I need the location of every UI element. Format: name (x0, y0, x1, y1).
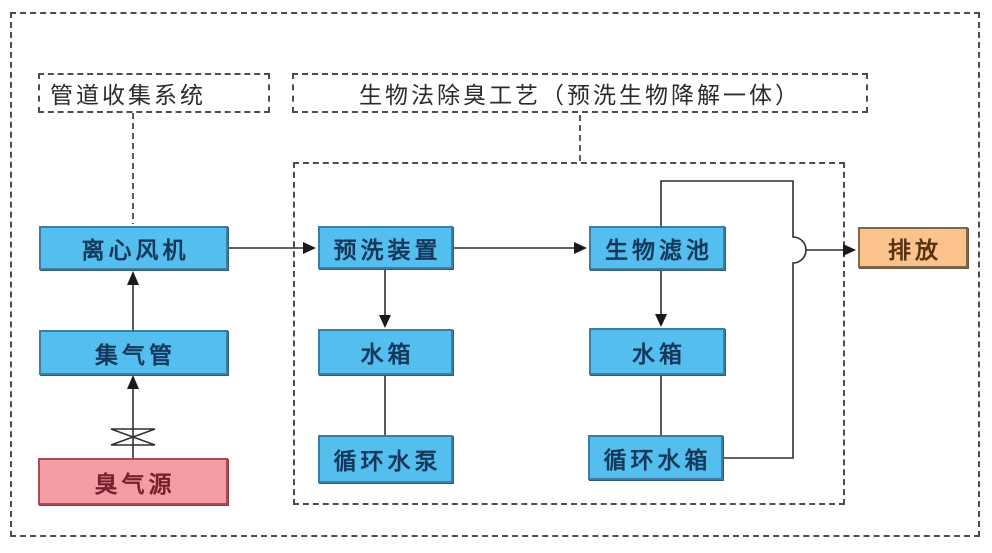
recirculation-loop-line (660, 180, 807, 459)
node-circulating-water-tank: 循环水箱 (588, 435, 723, 480)
node-water-tank-mid-label: 水箱 (360, 342, 415, 367)
outer-dashed-border (10, 12, 980, 537)
node-gas-manifold-label: 集气管 (95, 342, 176, 368)
node-biofilter-label: 生物滤池 (605, 238, 713, 263)
arrowhead-source-to-manifold (127, 375, 139, 389)
node-odor-source: 臭气源 (38, 458, 228, 505)
node-odor-source-label: 臭气源 (94, 471, 176, 497)
node-water-tank-right-label: 水箱 (632, 341, 686, 367)
node-circulating-pump-label: 循环水泵 (333, 449, 442, 474)
section-label-bio-process-text: 生物法除臭工艺（预洗生物降解一体） (359, 83, 801, 108)
node-water-tank-right: 水箱 (589, 328, 725, 375)
arrowhead-to-discharge (843, 244, 856, 256)
node-discharge-label: 排放 (888, 237, 942, 263)
section-label-bio-process: 生物法除臭工艺（预洗生物降解一体） (292, 73, 868, 113)
arrowhead-prewash-to-biofilter (574, 242, 587, 254)
node-gas-manifold: 集气管 (39, 330, 228, 375)
arrowhead-manifold-to-fan (127, 271, 139, 285)
arrowhead-biofilter-to-tank (655, 314, 667, 327)
node-centrifugal-fan: 离心风机 (39, 226, 228, 270)
node-water-tank-mid: 水箱 (318, 329, 453, 375)
bio-process-dashed-group-box (293, 162, 845, 505)
valve-icon (110, 428, 156, 446)
node-circulating-pump: 循环水泵 (318, 435, 453, 483)
node-discharge: 排放 (858, 227, 968, 268)
section-label-pipe-collection: 管道收集系统 (38, 73, 270, 113)
node-prewash-unit-label: 预洗装置 (333, 237, 442, 263)
section-label-pipe-collection-text: 管道收集系统 (50, 83, 206, 108)
arrowhead-prewash-to-tank (379, 315, 391, 328)
node-centrifugal-fan-label: 离心风机 (81, 238, 190, 263)
node-prewash-unit: 预洗装置 (318, 226, 453, 269)
arrowhead-fan-to-prewash (303, 242, 316, 254)
node-biofilter: 生物滤池 (589, 226, 725, 270)
node-circulating-water-tank-label: 循环水箱 (603, 447, 712, 473)
